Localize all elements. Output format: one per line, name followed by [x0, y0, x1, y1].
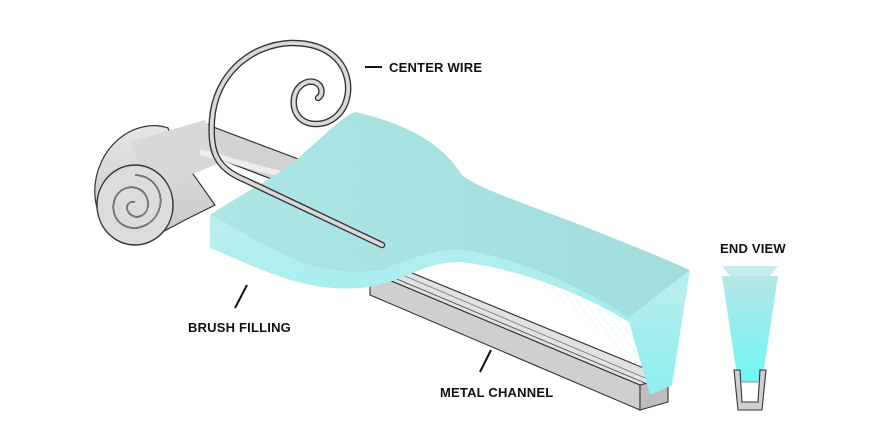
center-wire	[208, 39, 386, 249]
end-view-label: END VIEW	[720, 241, 786, 256]
end-view-illustration	[722, 266, 778, 411]
metal-channel-leader	[479, 349, 492, 373]
metal-channel-label: METAL CHANNEL	[440, 385, 553, 400]
center-wire-label: CENTER WIRE	[389, 60, 482, 75]
brush-filling-label: BRUSH FILLING	[188, 320, 291, 335]
brush-filling-leader	[234, 284, 248, 309]
